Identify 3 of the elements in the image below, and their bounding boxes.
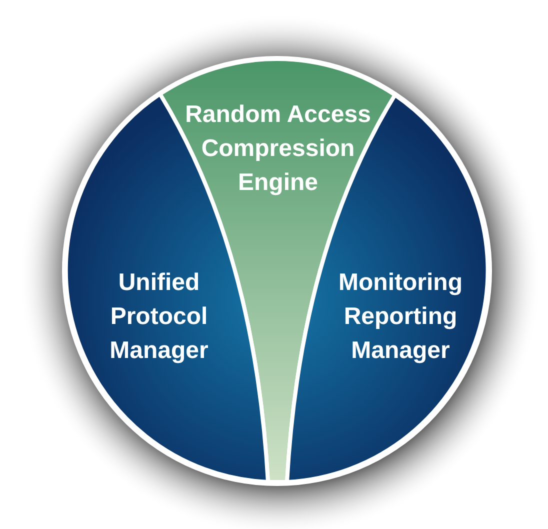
segment-label: Unified Protocol Manager <box>108 268 210 366</box>
segment-label: Random Access Compression Engine <box>184 100 372 198</box>
segment-label: Monitoring Reporting Manager <box>338 268 464 366</box>
